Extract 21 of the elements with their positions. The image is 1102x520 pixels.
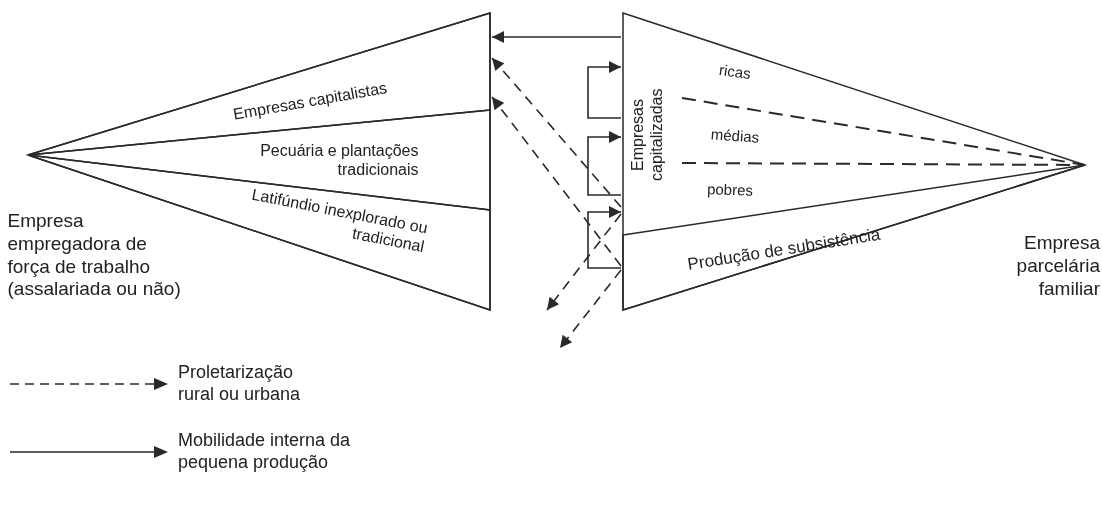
region-label: médias — [709, 124, 761, 148]
dashed-arrow — [546, 213, 622, 311]
region-label: pobres — [705, 179, 755, 201]
region-label: Empresa empregadora de força de trabalho (assalariada ou não) — [7, 210, 182, 302]
dashed-arrow — [491, 57, 622, 208]
arrow — [587, 61, 622, 119]
region-label: Latifúndio inexplorado ou tradicional — [249, 184, 430, 257]
region-label: Produção de subsistência — [685, 223, 883, 276]
region-label: ricas — [717, 59, 753, 85]
dashed-arrow — [491, 96, 622, 267]
legend-label: Proletarização rural ou urbana — [178, 362, 302, 406]
region-label: Empresas capitalizadas — [627, 87, 666, 184]
arrow — [587, 131, 622, 196]
arrow — [491, 31, 622, 43]
arrow — [587, 206, 622, 269]
region-label: Pecuária e plantações tradicionais — [259, 140, 419, 180]
region-label: Empresas capitalistas — [230, 78, 390, 125]
region-label: Empresa parcelária familiar — [1015, 231, 1100, 301]
dashed-arrow — [559, 269, 622, 349]
wedge-region — [621, 11, 1102, 312]
legend-label: Mobilidade interna da pequena produção — [178, 430, 352, 474]
